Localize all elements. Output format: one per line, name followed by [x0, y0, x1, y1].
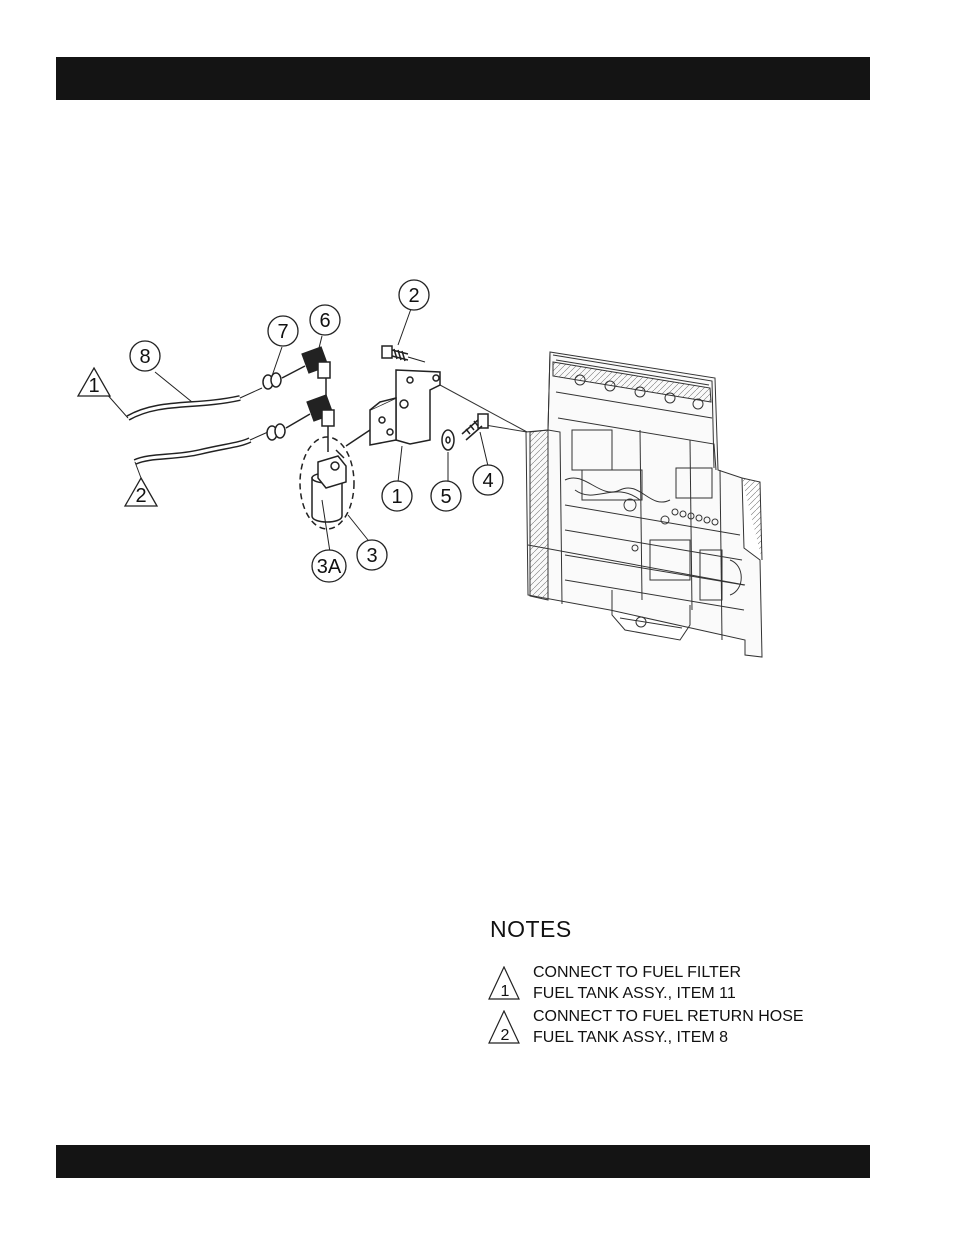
note-ref-triangle-1-label: 1	[88, 375, 99, 397]
note-2-line-2: FUEL TANK ASSY., ITEM 8	[533, 1027, 804, 1048]
note-triangle-2-label: 2	[501, 1027, 510, 1044]
note-1-line-2: FUEL TANK ASSY., ITEM 11	[533, 983, 741, 1004]
mounting-bracket	[346, 370, 440, 446]
callout-item-3a: 3A	[312, 550, 346, 582]
note-1-line-1: CONNECT TO FUEL FILTER	[533, 962, 741, 983]
notes-title: NOTES	[490, 916, 572, 943]
engine-panel-drawing	[526, 352, 762, 657]
callout-item-4-label: 4	[482, 470, 493, 492]
callout-item-3: 3	[357, 540, 387, 570]
callout-item-7: 7	[268, 316, 298, 346]
callout-item-8: 8	[130, 341, 160, 371]
note-ref-triangle-1: 1	[78, 368, 110, 397]
bolt	[382, 346, 425, 362]
note-ref-triangle-2: 2	[125, 478, 157, 507]
hose-clamps	[263, 373, 285, 440]
note-triangle-1-label: 1	[501, 983, 510, 1000]
note-ref-triangle-2-label: 2	[135, 485, 146, 507]
callout-item-1-label: 1	[391, 486, 402, 508]
note-triangle-2-icon: 2	[488, 1010, 520, 1044]
callout-item-6: 6	[310, 305, 340, 335]
fuel-filter	[300, 437, 354, 529]
callout-item-5-label: 5	[440, 486, 451, 508]
callout-item-6-label: 6	[319, 310, 330, 332]
callout-item-1: 1	[382, 481, 412, 511]
note-2-line-1: CONNECT TO FUEL RETURN HOSE	[533, 1006, 804, 1027]
callout-item-5: 5	[431, 481, 461, 511]
callout-item-4: 4	[473, 465, 503, 495]
callout-item-2-label: 2	[408, 285, 419, 307]
footer-bar	[56, 1145, 870, 1178]
callout-item-2: 2	[399, 280, 429, 310]
washer-and-screw	[442, 414, 488, 450]
callout-item-3-label: 3	[366, 545, 377, 567]
callout-item-8-label: 8	[139, 346, 150, 368]
note-triangle-1-icon: 1	[488, 966, 520, 1000]
fuel-hoses	[128, 388, 268, 462]
callout-item-7-label: 7	[277, 321, 288, 343]
callout-item-3a-label: 3A	[317, 556, 342, 578]
